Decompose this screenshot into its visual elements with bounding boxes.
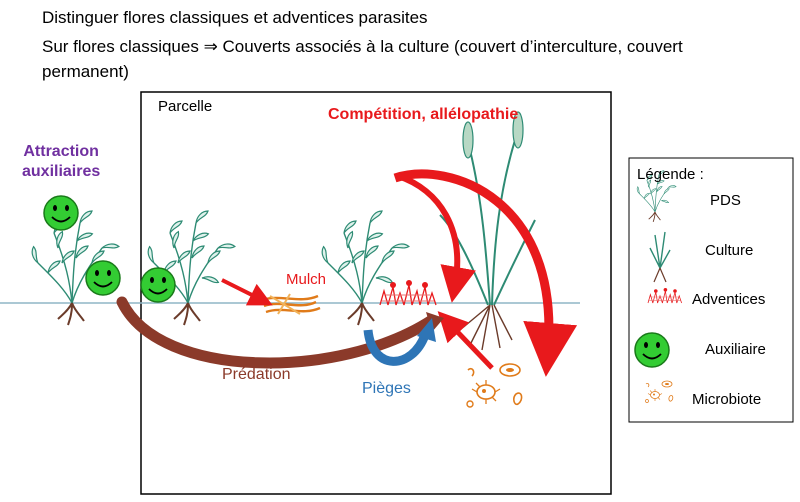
predation-arrow <box>116 296 438 369</box>
header-line-2: Sur flores classiques ⇒ Couverts associé… <box>42 37 683 56</box>
auxiliary-smiley-3-icon <box>140 267 176 303</box>
header-line-3: permanent) <box>42 62 129 81</box>
legend-smiley-icon <box>634 332 670 368</box>
attraction-line-2: auxiliaires <box>22 163 101 180</box>
legend-title: Légende : <box>637 166 704 183</box>
weed-cluster-icon <box>379 279 437 306</box>
microbiote-arrow <box>437 311 494 370</box>
mulch-label: Mulch <box>286 271 327 288</box>
legend-item-pds: PDS <box>710 192 741 209</box>
attraction-label: Attraction auxiliaires <box>22 142 100 182</box>
auxiliary-smiley-2-icon <box>85 260 121 296</box>
microbe-cluster-icon <box>466 363 523 408</box>
predation-label: Prédation <box>222 366 291 383</box>
mulch-icon <box>261 293 321 315</box>
header-line-1: Distinguer flores classiques et adventic… <box>42 8 428 27</box>
pds-plant-right-icon <box>318 211 409 325</box>
legend-item-culture: Culture <box>705 242 754 259</box>
attraction-line-1: Attraction <box>23 143 99 160</box>
legend-culture-icon <box>649 231 671 283</box>
competition-arrow-outer <box>393 169 578 377</box>
pieges-arrow <box>363 329 430 366</box>
legend-item-auxiliaire: Auxiliaire <box>705 341 766 358</box>
competition-label: Compétition, allélopathie <box>328 106 519 123</box>
parcel-box <box>140 91 612 495</box>
mulch-arrow <box>221 278 273 306</box>
competition-arrow-inner <box>397 173 476 303</box>
culture-plant-icon <box>439 111 536 351</box>
auxiliary-smiley-1-icon <box>43 195 79 231</box>
legend-item-adventices: Adventices <box>692 291 766 308</box>
legend-item-microbiote: Microbiote <box>692 391 762 408</box>
parcel-label: Parcelle <box>158 98 213 115</box>
pieges-label: Pièges <box>362 380 411 397</box>
